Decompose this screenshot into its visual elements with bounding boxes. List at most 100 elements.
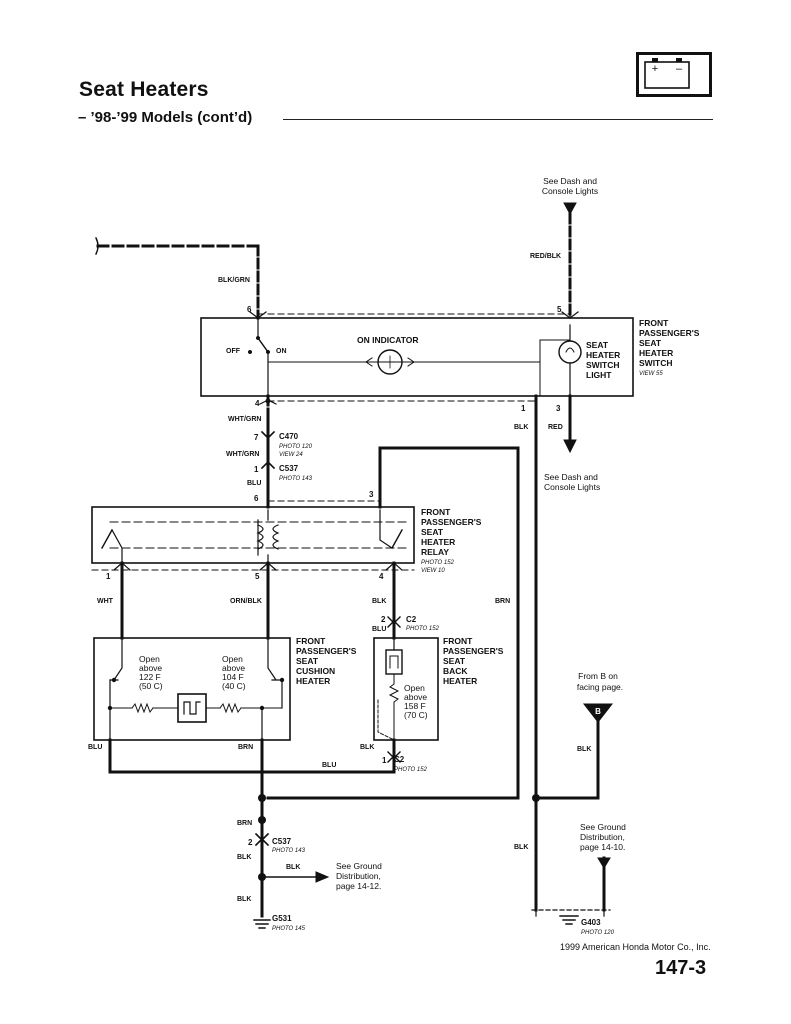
splice-dot (258, 794, 266, 802)
wire-label: BRN (237, 820, 252, 827)
on-indicator-lamp (377, 349, 403, 375)
pin-number: 6 (247, 305, 252, 314)
wire-label: BLK (286, 864, 300, 871)
thermostat-label: 104 F (222, 672, 244, 682)
thermostat-label: Open (139, 654, 160, 664)
switch-name: SEAT (639, 338, 662, 348)
ground-ref: PHOTO 120 (581, 930, 615, 936)
connector-ref: PHOTO 143 (279, 476, 313, 482)
battery-icon: + – (636, 52, 712, 97)
note-from-b: From B on (578, 671, 618, 681)
thermostat-label: Open (222, 654, 243, 664)
wire-label: BLU (372, 626, 386, 633)
pin-number: 7 (254, 433, 259, 442)
ground-ref: PHOTO 145 (272, 926, 306, 932)
connector-label: C537 (279, 464, 299, 473)
note-ground-left: Distribution, (336, 871, 381, 881)
connector-ref: VIEW 24 (279, 452, 303, 458)
pin-number: 1 (521, 404, 526, 413)
pin-number: 4 (379, 572, 384, 581)
cushion-name: HEATER (296, 676, 330, 686)
thermostat-label: (70 C) (404, 710, 428, 720)
connector-label: C2 (406, 615, 417, 624)
wire-blk-grn (95, 237, 260, 320)
wire-label: BLU (88, 744, 102, 751)
back-heater-name: PASSENGER'S (443, 646, 504, 656)
pin-number: 2 (248, 838, 253, 847)
connector-ref: PHOTO 152 (394, 767, 428, 773)
wire-label: BLK (237, 854, 251, 861)
cushion-name: PASSENGER'S (296, 646, 357, 656)
relay-name: RELAY (421, 547, 449, 557)
thermostat-label: 158 F (404, 701, 426, 711)
svg-text:+: + (652, 63, 658, 75)
pin-number: 6 (254, 494, 259, 503)
splice-dot (111, 677, 117, 683)
thermostat-label: (50 C) (139, 681, 163, 691)
switch-name: FRONT (639, 318, 669, 328)
thermostat-label: above (139, 663, 162, 673)
connector-b-label: B (595, 707, 601, 716)
note-ground-right: page 14-10. (580, 842, 625, 852)
relay-ref: VIEW 10 (421, 568, 445, 574)
relay-box (91, 506, 415, 564)
relay-ref: PHOTO 152 (421, 560, 455, 566)
splice-dot (532, 794, 540, 802)
title-rule (283, 119, 713, 120)
cushion-name: SEAT (296, 656, 319, 666)
note-ground-left: page 14-12. (336, 881, 381, 891)
note-dash-lights-top: Console Lights (542, 186, 598, 196)
wire-label: BLU (322, 762, 336, 769)
page-title: Seat Heaters (79, 78, 209, 101)
back-heater-name: HEATER (443, 676, 477, 686)
note-ground-left: See Ground (336, 861, 382, 871)
wire-label: BLK (577, 746, 591, 753)
connector-ref: PHOTO 152 (406, 626, 440, 632)
back-heater-name: SEAT (443, 656, 466, 666)
cushion-name: FRONT (296, 636, 326, 646)
switch-off-label: OFF (226, 348, 241, 355)
wire-label: BLK (360, 744, 374, 751)
arrow-down-icon (563, 202, 577, 216)
wire-label: BRN (238, 744, 253, 751)
back-heater-box (373, 637, 439, 741)
wire-label: BLK (514, 844, 528, 851)
wire-label: BLK/GRN (218, 277, 250, 284)
relay-name: HEATER (421, 537, 455, 547)
pin-number: 1 (382, 756, 387, 765)
switch-on-label: ON (276, 348, 287, 355)
connector-ref: PHOTO 120 (279, 444, 313, 450)
switch-box (200, 317, 634, 397)
connector-label: C2 (394, 755, 405, 764)
wire-label: ORN/BLK (230, 598, 262, 605)
splice-dot (107, 705, 113, 711)
note-ground-right: See Ground (580, 822, 626, 832)
thermostat-label: above (222, 663, 245, 673)
connector-label: C470 (279, 432, 299, 441)
splice-dot (258, 816, 266, 824)
note-ground-right: Distribution, (580, 832, 625, 842)
wire-label: BLK (372, 598, 386, 605)
connector-ref: PHOTO 143 (272, 848, 306, 854)
pin-number: 3 (556, 404, 561, 413)
relay-name: PASSENGER'S (421, 517, 482, 527)
switch-light-label: LIGHT (586, 370, 612, 380)
on-indicator-label: ON INDICATOR (357, 335, 419, 345)
pin-number: 2 (381, 615, 386, 624)
splice-dot (265, 398, 271, 404)
note-dash-lights-top: See Dash and (543, 176, 597, 186)
pin-number: 1 (254, 465, 259, 474)
switch-light-label: SWITCH (586, 360, 620, 370)
switch-light-label: HEATER (586, 350, 620, 360)
note-dash-lights-mid: Console Lights (544, 482, 600, 492)
wire-label: BLK (514, 424, 528, 431)
wire-label: RED/BLK (530, 253, 561, 260)
copyright-notice: 1999 American Honda Motor Co., Inc. (560, 942, 711, 952)
wire-label: WHT/GRN (226, 451, 259, 458)
pin-number: 5 (557, 305, 562, 314)
splice-dot (258, 873, 266, 881)
wire-label: BRN (495, 598, 510, 605)
ground-label: G403 (581, 918, 601, 927)
switch-ref: VIEW 55 (639, 371, 663, 377)
